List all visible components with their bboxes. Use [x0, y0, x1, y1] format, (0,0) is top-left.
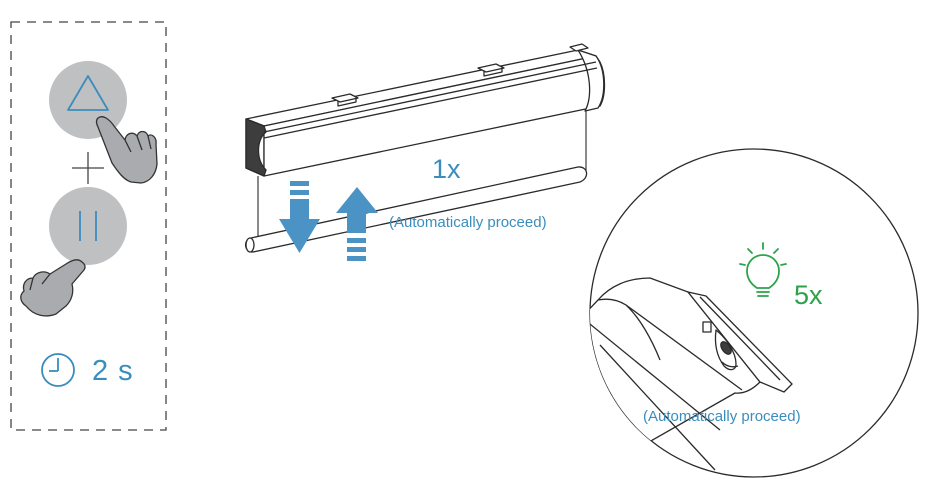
clock-icon: [41, 353, 75, 387]
remote-panel-frame: [10, 21, 167, 431]
lightbulb-icon: [739, 242, 787, 297]
pause-icon: [79, 211, 97, 241]
arrow-down-icon: [279, 181, 320, 253]
hold-time-label: 2 s: [92, 355, 134, 387]
pause-button[interactable]: [49, 187, 127, 265]
auto-proceed-label: (Automatically proceed): [389, 214, 547, 231]
triangle-up-icon: [67, 75, 109, 111]
hand-pointer-icon: [20, 259, 86, 317]
plus-icon: [72, 152, 104, 184]
step-count-label: 1x: [432, 154, 461, 184]
roller-blind: [244, 43, 606, 253]
arrow-up-icon: [336, 187, 378, 261]
detail-zoom-circle: [589, 148, 919, 478]
led-blink-count-label: 5x: [794, 280, 823, 310]
auto-proceed-label-detail: (Automatically proceed): [643, 408, 801, 425]
hand-pointer-icon: [95, 116, 158, 184]
